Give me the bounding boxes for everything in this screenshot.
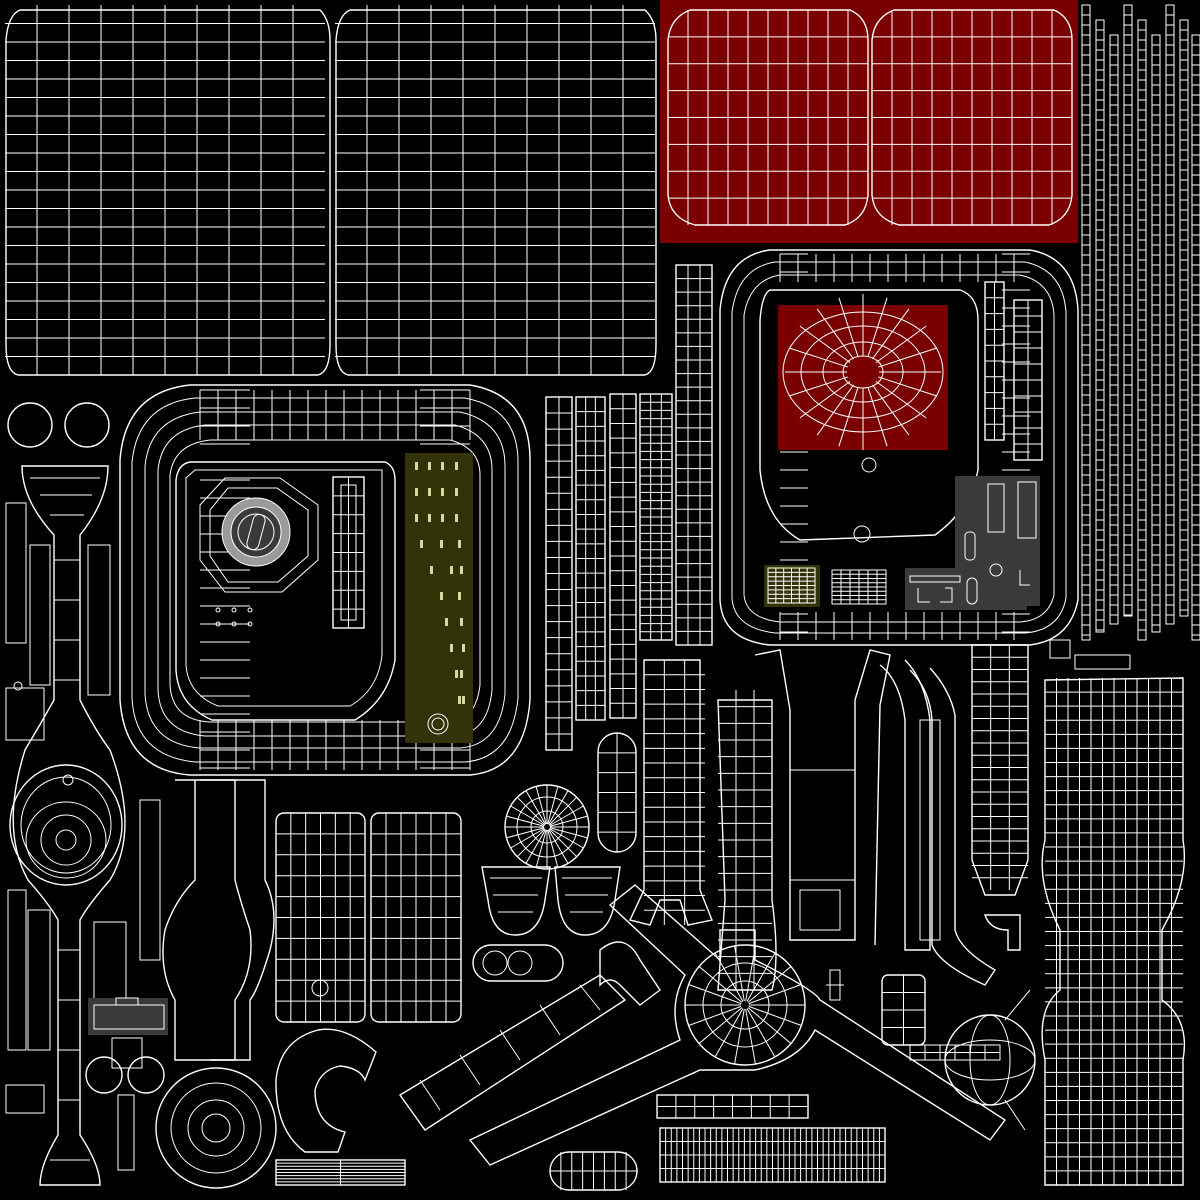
uv-island-panel-right bbox=[335, 5, 657, 376]
uv-base-strip bbox=[275, 1159, 406, 1186]
knob-cluster bbox=[85, 997, 165, 1171]
wheel-spokes bbox=[505, 785, 589, 869]
uv-strip-a bbox=[545, 396, 573, 751]
uv-strip-c bbox=[609, 393, 637, 719]
uv-elbow-strips bbox=[754, 649, 996, 986]
olive-panel-dots bbox=[415, 462, 465, 704]
uv-strip-b bbox=[575, 396, 606, 721]
screw-icon-2 bbox=[853, 525, 871, 543]
tripod-spokes bbox=[685, 945, 805, 1065]
uv-island-tripod bbox=[398, 884, 1007, 1166]
uv-tiny-left bbox=[5, 681, 45, 1114]
uv-bottom-strip-a bbox=[656, 1094, 809, 1119]
pin-icon bbox=[826, 969, 844, 1001]
small-holes bbox=[215, 607, 253, 627]
capsule-a bbox=[597, 732, 637, 853]
uv-small-strips-left bbox=[5, 502, 161, 1051]
capsule-double bbox=[472, 944, 564, 982]
uv-island-right-tall bbox=[1041, 677, 1186, 1186]
uv-bottom-strip-b bbox=[659, 1127, 886, 1183]
vent-grille bbox=[767, 567, 816, 604]
uv-small-bracket bbox=[984, 914, 1021, 951]
uv-strip-f bbox=[984, 281, 1005, 441]
uv-island-red-left bbox=[667, 9, 869, 226]
uv-small-box bbox=[881, 974, 926, 1046]
uv-island-tube bbox=[162, 779, 275, 1061]
uv-island-right-screen bbox=[759, 289, 979, 541]
panel-hole bbox=[311, 979, 329, 997]
uv-panel-b2 bbox=[370, 812, 462, 1023]
olive-panel bbox=[405, 453, 473, 743]
screw-icon bbox=[861, 457, 877, 473]
uv-island-inner-screen bbox=[175, 461, 396, 721]
uv-island-red-right bbox=[871, 9, 1073, 226]
cup-b bbox=[554, 866, 621, 936]
uv-strip-d bbox=[639, 393, 673, 641]
uv-island-panel-left bbox=[5, 5, 331, 376]
uv-island-slot bbox=[332, 476, 365, 629]
capsule-b bbox=[549, 1151, 638, 1191]
uv-right-column bbox=[971, 644, 1029, 896]
flange-disc bbox=[155, 1067, 277, 1189]
uv-strip-e bbox=[675, 264, 713, 646]
radial-wheel bbox=[504, 784, 590, 870]
radial-dish bbox=[782, 294, 944, 450]
uv-thin-strips bbox=[1081, 4, 1200, 641]
gear-icon bbox=[427, 713, 449, 735]
uv-strip-g bbox=[1013, 299, 1043, 461]
dish-spokes bbox=[785, 294, 941, 450]
cup-a bbox=[481, 866, 551, 936]
uv-tall-piece-a bbox=[629, 659, 713, 926]
small-parts-cluster bbox=[909, 481, 1037, 605]
sphere-c bbox=[944, 989, 1036, 1131]
red-fill-panel bbox=[660, 0, 1078, 243]
grey-parts-panel-2 bbox=[955, 476, 1040, 606]
uv-top-tiny bbox=[1049, 639, 1131, 670]
sphere-a bbox=[7, 402, 53, 448]
uv-island-c-arc bbox=[275, 1028, 377, 1153]
knob-icon bbox=[199, 477, 319, 593]
sphere-b bbox=[64, 402, 110, 448]
vent-grille-2 bbox=[831, 569, 887, 605]
uv-panel-b1 bbox=[275, 812, 366, 1023]
